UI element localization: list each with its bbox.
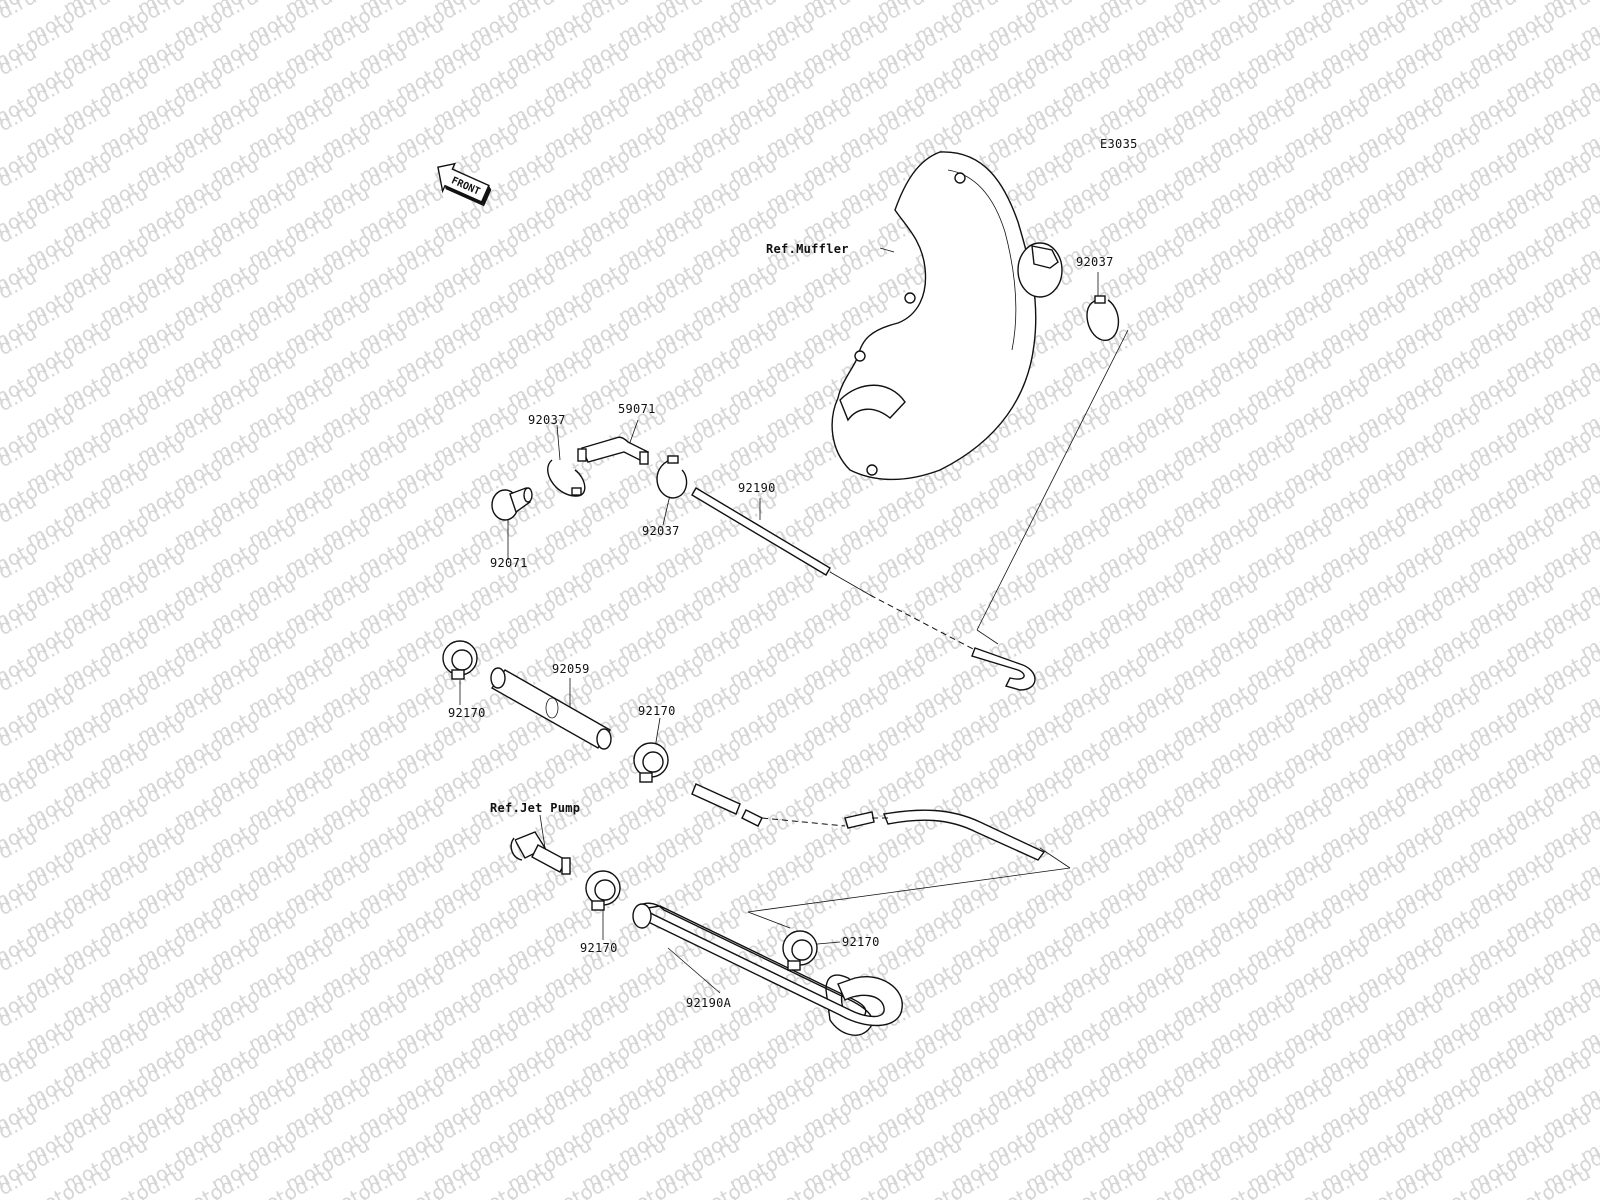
part-number-92170-left: 92170 [448, 706, 486, 720]
part-number-92037-top-right: 92037 [1076, 255, 1114, 269]
ref-muffler-label: Ref.Muffler [766, 242, 849, 256]
part-number-92037-center: 92037 [642, 524, 680, 538]
ref-jet-pump-label: Ref.Jet Pump [490, 801, 580, 815]
part-number-92190A: 92190A [686, 996, 732, 1010]
part-number-92071: 92071 [490, 556, 528, 570]
part-number-92037-left: 92037 [528, 413, 566, 427]
part-number-92170-center: 92170 [638, 704, 676, 718]
part-number-92170-right: 92170 [842, 935, 880, 949]
part-number-59071: 59071 [618, 402, 656, 416]
diagram-code: E3035 [1100, 137, 1138, 151]
part-number-92059: 92059 [552, 662, 590, 676]
part-number-92190: 92190 [738, 481, 776, 495]
part-number-92170-lower: 92170 [580, 941, 618, 955]
